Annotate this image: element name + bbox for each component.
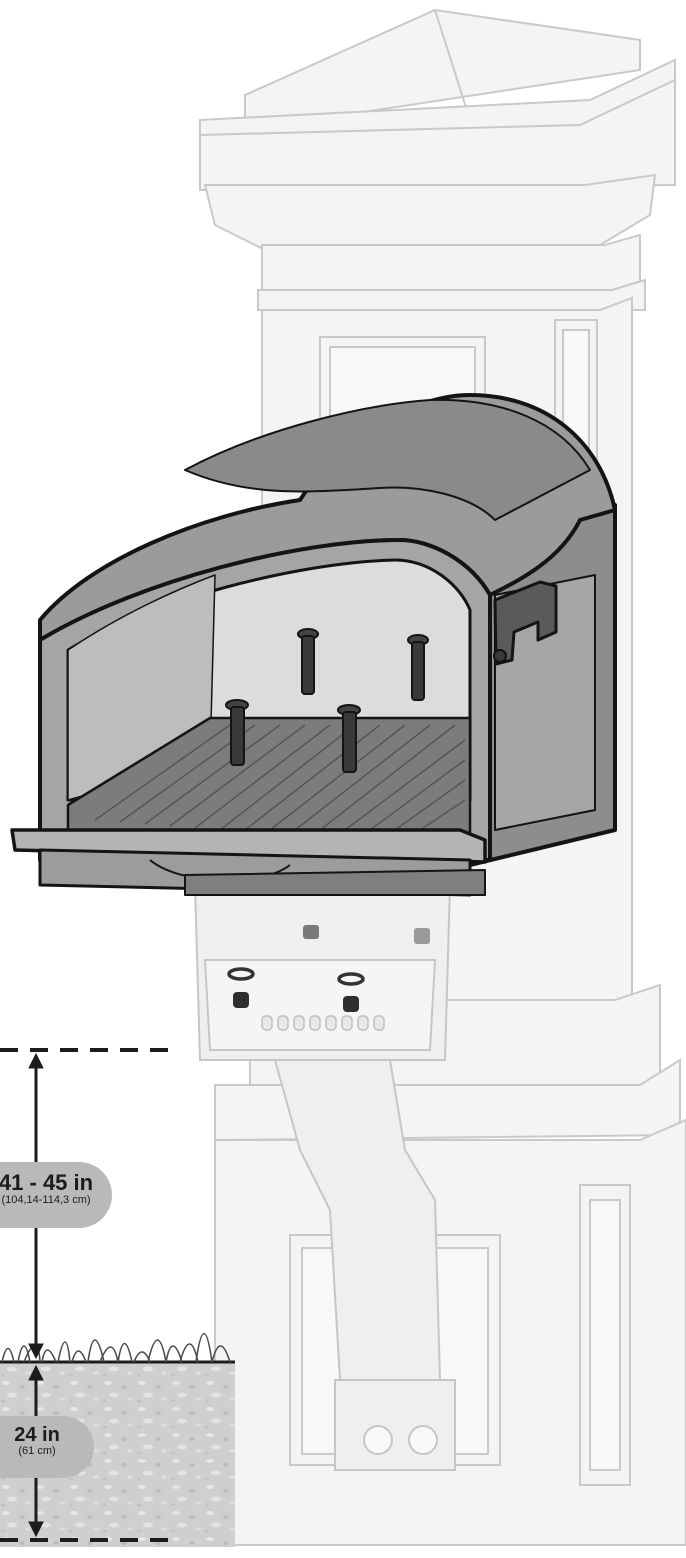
height-dimension-metric: (104,14-114,3 cm): [1, 1194, 91, 1206]
mailbox-handle: [493, 580, 558, 666]
bolt-front-right: [337, 704, 361, 773]
mounting-bolts: [225, 628, 429, 773]
mailbox: [10, 393, 617, 897]
height-arrow-bottom: [28, 1343, 44, 1360]
dimension-lines: [0, 1048, 180, 1542]
bracket-foot: [334, 1379, 456, 1471]
height-dimension-label: 41 - 45 in (104,14-114,3 cm): [0, 1162, 112, 1228]
depth-dimension-label: 24 in (61 cm): [0, 1416, 94, 1478]
post-cap-slab: [199, 58, 676, 192]
post-cap-crown: [203, 173, 657, 252]
depth-dimension-metric: (61 cm): [18, 1445, 56, 1457]
bolt-front-left: [225, 699, 249, 766]
grass: [1, 1332, 231, 1363]
depth-arrow-bottom: [28, 1521, 44, 1538]
depth-arrow-top: [28, 1364, 44, 1381]
bolt-back-right: [407, 634, 429, 701]
height-dimension-value: 41 - 45 in: [0, 1170, 94, 1195]
ground: [0, 1332, 235, 1547]
bolt-back-left: [297, 628, 319, 695]
depth-dimension-value: 24 in: [14, 1424, 60, 1446]
post-upper-collar: [261, 233, 641, 291]
mounting-bracket: [193, 884, 456, 1471]
mailbox-door-lip: [10, 828, 487, 864]
height-arrow-top: [28, 1052, 44, 1069]
